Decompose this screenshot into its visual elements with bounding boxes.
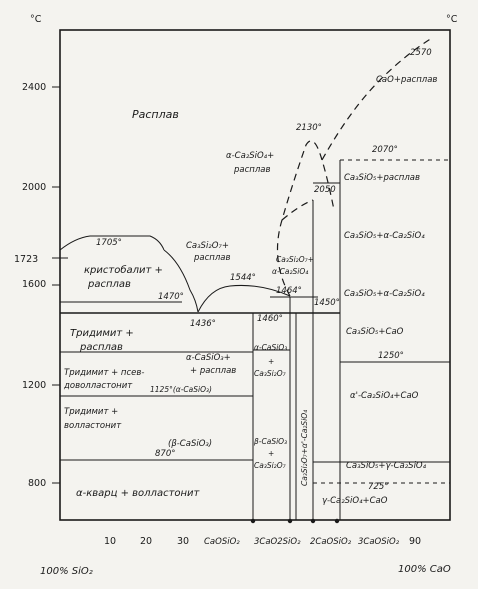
y-tick-1723: 1723 <box>14 254 38 265</box>
region-c3s-c2s-1: Ca₃SiO₅+α-Ca₂SiO₄ <box>344 231 425 241</box>
region-a1c2s-cao: α'-Ca₂SiO₄+CaO <box>350 391 419 401</box>
region-acs-melt-1: α-CaSiO₃+ <box>186 353 231 363</box>
region-trid-melt-2: расплав <box>79 342 123 353</box>
col2-label-3: Ca₃Si₂O₇ <box>254 461 286 470</box>
temp-2130: 2130° <box>296 123 322 133</box>
region-vertical: Ca₃Si₂O₇+α'-Ca₂SiO₄ <box>300 410 309 486</box>
x-tick-30: 30 <box>177 536 189 547</box>
region-c3s2-melt-2: расплав <box>193 253 231 263</box>
region-crist-2: расплав <box>87 279 131 290</box>
temp-2050: 2050 <box>314 185 336 195</box>
y-tick-2000: 2000 <box>22 182 46 193</box>
temp-1125: 1125°(α-CaSiO₃) <box>150 385 212 394</box>
region-c3s-gc2s: Ca₃SiO₅+γ-Ca₂SiO₄ <box>346 461 427 471</box>
region-c3s-cao: Ca₃SiO₅+CaO <box>346 327 404 337</box>
region-acs-melt-2: + расплав <box>190 366 236 376</box>
temp-2570: 2570 <box>410 48 432 58</box>
unit-right: °C <box>446 14 458 25</box>
region-c3s-c2s-2: Ca₃SiO₅+α-Ca₂SiO₄ <box>344 289 425 299</box>
temp-1250: 1250° <box>378 351 404 361</box>
region-c2s-melt-2: расплав <box>233 165 271 175</box>
col2-label-2: + <box>268 449 274 458</box>
temp-725: 725° <box>368 482 388 492</box>
region-c3s2-c2s-2: α-Ca₂SiO₄ <box>272 267 308 276</box>
region-c2s-melt-1: α-Ca₂SiO₄+ <box>226 151 274 161</box>
label-100-sio2: 100% SiO₂ <box>40 566 93 577</box>
region-cao-melt: CaO+расплав <box>376 75 437 85</box>
compound-c3s: 3CaOSiO₂ <box>358 537 400 547</box>
temp-1464: 1464° <box>276 286 302 296</box>
region-trid-pw-2: доволластонит <box>63 381 133 391</box>
col2-label-1: β-CaSiO₃ <box>254 437 287 446</box>
y-tick-1600: 1600 <box>22 279 46 290</box>
region-trid-w-1: Тридимит + <box>64 407 118 417</box>
y-axis: °C °C 2400 2000 1723 1600 1200 800 <box>14 14 458 489</box>
region-quartz-w: α-кварц + волластонит <box>76 488 201 499</box>
col1-label-2: + <box>268 357 274 366</box>
region-trid-melt-1: Тридимит + <box>70 328 134 339</box>
compound-cs: CaOSiO₂ <box>204 537 240 547</box>
y-tick-2400: 2400 <box>22 82 46 93</box>
unit-left: °C <box>30 14 42 25</box>
y-tick-800: 800 <box>28 478 46 489</box>
region-trid-w-2: волластонит <box>64 421 122 431</box>
x-tick-90: 90 <box>409 536 421 547</box>
x-tick-10: 10 <box>104 536 116 547</box>
y-tick-1200: 1200 <box>22 380 46 391</box>
region-melt: Расплав <box>132 108 179 121</box>
x-axis: 10 20 30 90 CaOSiO₂ 3CaO2SiO₂ 2CaOSiO₂ 3… <box>40 536 451 577</box>
label-100-cao: 100% CaO <box>398 564 451 575</box>
compound-c3s2: 3CaO2SiO₂ <box>254 537 301 547</box>
region-trid-pw-1: Тридимит + псев- <box>64 368 144 378</box>
region-crist-1: кристобалит + <box>84 264 163 276</box>
col1-label-1: α-CaSiO₃ <box>254 343 287 352</box>
temp-2070: 2070° <box>372 145 398 155</box>
x-tick-20: 20 <box>140 536 152 547</box>
region-c3s2-melt-1: Ca₃Si₂O₇+ <box>186 241 229 251</box>
temp-1460: 1460° <box>257 314 283 324</box>
region-gc2s-cao: γ-Ca₂SiO₄+CaO <box>322 496 388 506</box>
temp-1705: 1705° <box>96 238 122 248</box>
temp-870: 870° <box>155 449 175 459</box>
temp-1544: 1544° <box>230 273 256 283</box>
region-c3s2-c2s-1: Ca₃Si₂O₇+ <box>276 255 314 264</box>
temp-1470: 1470° <box>158 292 184 302</box>
col1-label-3: Ca₃Si₂O₇ <box>254 369 286 378</box>
diagram-frame <box>59 29 451 521</box>
region-bcs: (β-CaSiO₃) <box>168 439 212 449</box>
temp-1436: 1436° <box>190 319 216 329</box>
compound-c2s: 2CaOSiO₂ <box>310 537 352 547</box>
temp-1450: 1450° <box>314 298 340 308</box>
region-c3s-melt: Ca₃SiO₅+расплав <box>344 173 420 183</box>
